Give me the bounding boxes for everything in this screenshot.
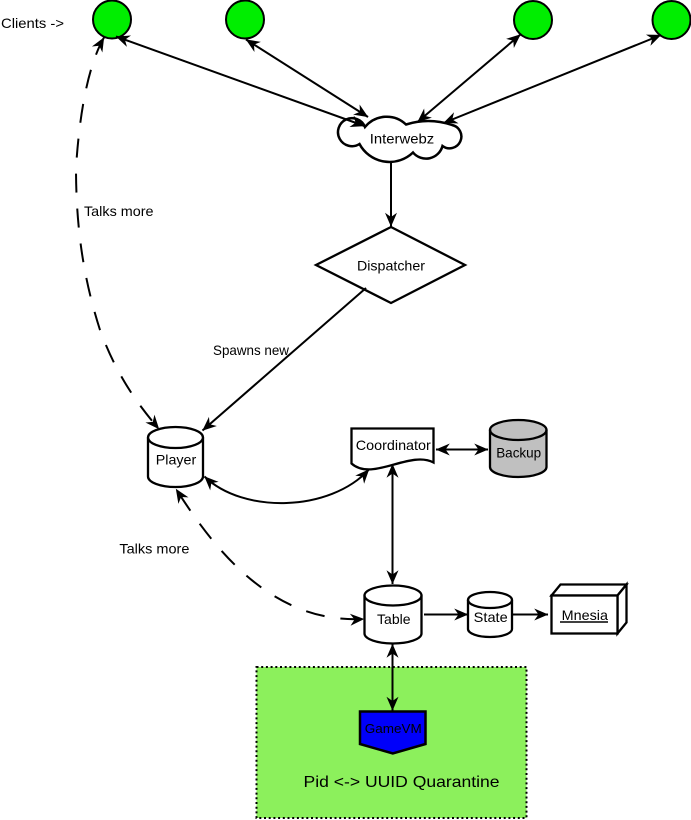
- svg-text:Spawns new: Spawns new: [213, 342, 290, 358]
- svg-text:GameVM: GameVM: [365, 721, 422, 736]
- svg-text:Talks more: Talks more: [84, 203, 154, 219]
- svg-text:Clients ->: Clients ->: [1, 15, 64, 31]
- svg-text:Backup: Backup: [496, 445, 541, 461]
- svg-text:Mnesia: Mnesia: [562, 607, 609, 623]
- svg-text:Player: Player: [156, 452, 197, 468]
- svg-text:State: State: [474, 609, 508, 625]
- svg-text:Table: Table: [377, 611, 411, 627]
- svg-text:Interwebz: Interwebz: [370, 131, 435, 147]
- svg-text:Coordinator: Coordinator: [356, 437, 431, 453]
- svg-text:Dispatcher: Dispatcher: [357, 258, 425, 274]
- svg-text:Pid <-> UUID Quarantine: Pid <-> UUID Quarantine: [304, 774, 500, 791]
- svg-text:Talks more: Talks more: [119, 541, 189, 557]
